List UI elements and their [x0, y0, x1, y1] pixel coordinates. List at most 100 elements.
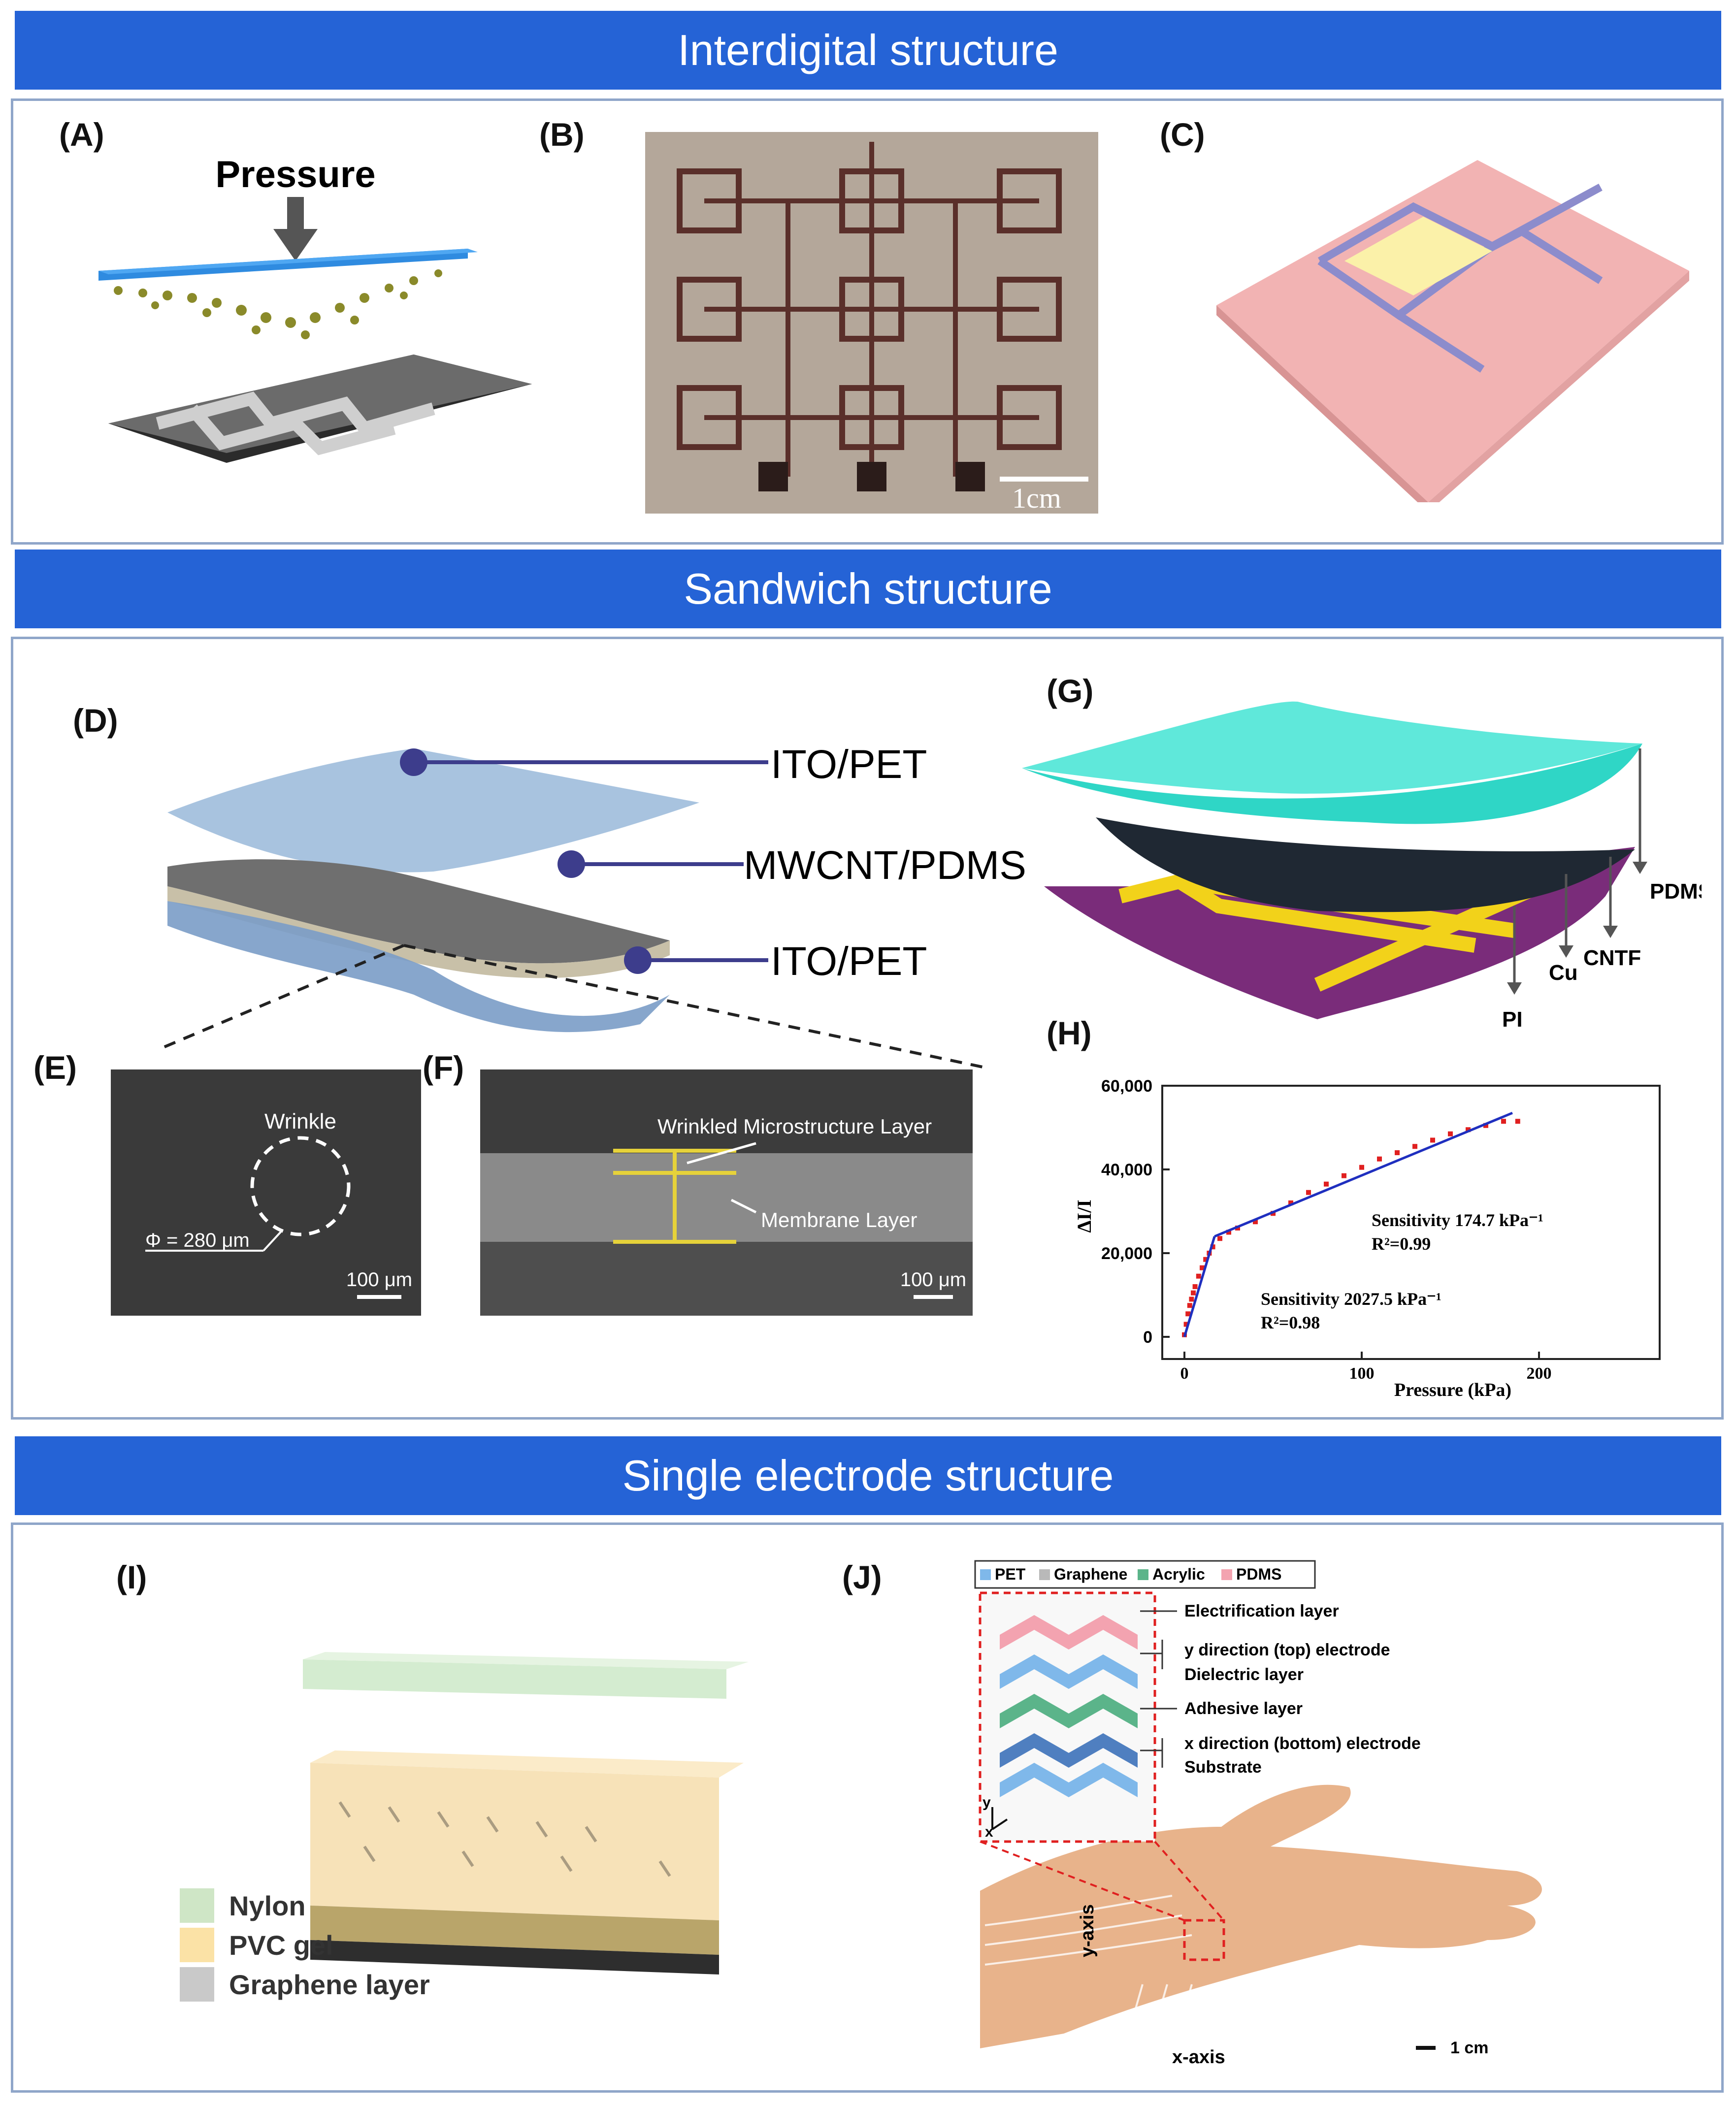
data-point [1324, 1181, 1329, 1187]
x-axis-caption: x-axis [1172, 2047, 1225, 2068]
data-point [1342, 1173, 1346, 1178]
data-point [1306, 1190, 1311, 1195]
axis-y-letter: y [983, 1794, 991, 1811]
data-point [1430, 1137, 1435, 1143]
panel-label-f: (F) [423, 1049, 464, 1086]
data-point [1203, 1257, 1209, 1262]
pdms-layer [1022, 744, 1642, 824]
section-title: Interdigital structure [678, 26, 1058, 74]
y-tick-label: 0 [1143, 1328, 1152, 1347]
data-point [1253, 1219, 1258, 1225]
wrinkle-circle [250, 1136, 351, 1236]
layer-y-electrode: y direction (top) electrode [1184, 1641, 1390, 1659]
axis-x-letter: x [985, 1824, 993, 1840]
panel-label-c: (C) [1160, 116, 1205, 153]
scale-label: 1cm [1012, 482, 1061, 514]
wrinkled-layer-label: Wrinkled Microstructure Layer [657, 1115, 932, 1138]
data-point [1200, 1265, 1205, 1270]
data-point [1187, 1303, 1192, 1308]
graphene-layer [310, 1906, 719, 1955]
data-point [1483, 1123, 1488, 1128]
data-point [1210, 1244, 1215, 1250]
x-tick-label: 200 [1527, 1364, 1552, 1383]
panel-b-photo: 1cm [645, 132, 1098, 514]
top-ito-pet [167, 748, 699, 873]
layer-electrification: Electrification layer [1184, 1602, 1339, 1620]
substrate [1216, 160, 1689, 502]
legend-label-graphene: Graphene layer [229, 1969, 430, 2000]
data-point [1288, 1200, 1293, 1205]
sensing-layer [1344, 217, 1492, 295]
y-tick-label: 40,000 [1101, 1161, 1152, 1179]
legend-graphene: Graphene [1054, 1565, 1127, 1583]
fit-1-label: Sensitivity 2027.5 kPa⁻¹ [1261, 1289, 1441, 1309]
label-bottom-ito-pet: ITO/PET [771, 939, 927, 984]
data-point [1501, 1119, 1506, 1124]
electrode-array [677, 142, 1062, 491]
panel-label-a: (A) [59, 116, 104, 153]
panel-d-diagram: ITO/PET MWCNT/PDMS ITO/PET [158, 742, 1026, 1069]
layer-adhesive: Adhesive layer [1184, 1699, 1303, 1718]
panel-label-h: (H) [1047, 1015, 1092, 1051]
scale-bar [357, 1295, 401, 1299]
cntf-layer [1096, 817, 1635, 912]
legend-pdms: PDMS [1236, 1565, 1281, 1583]
microstructures [114, 269, 442, 339]
panel-g-diagram: PDMS CNTF Cu PI [1022, 701, 1702, 1032]
interdigital-frame [11, 98, 1724, 545]
scale-label: 100 μm [900, 1269, 966, 1291]
wrinkle-label: Wrinkle [264, 1109, 336, 1133]
y-axis-caption: y-axis [1077, 1904, 1098, 1957]
data-point [1217, 1236, 1222, 1241]
panel-i-diagram: Nylon PVC gel Graphene layer [180, 1652, 749, 2002]
panel-label-j: (J) [842, 1559, 882, 1595]
data-point [1412, 1144, 1417, 1149]
legend-pet: PET [995, 1565, 1026, 1583]
fit-2-label: Sensitivity 174.7 kPa⁻¹ [1372, 1210, 1543, 1230]
legend-swatch-graphene [180, 1967, 214, 2002]
legend-label-pvc-gel: PVC gel [229, 1930, 333, 1961]
single-electrode-frame [11, 1522, 1724, 2093]
data-point [1191, 1290, 1196, 1295]
axis-indicator-icon [991, 1807, 1008, 1830]
nylon-layer [303, 1659, 726, 1699]
fit-line [1183, 1236, 1216, 1337]
hand-photo [980, 1784, 1542, 2048]
y-tick-label: 60,000 [1101, 1077, 1152, 1096]
panel-label-g: (G) [1047, 673, 1094, 709]
data-point [1192, 1284, 1198, 1289]
mwcnt-pdms-layer [167, 859, 670, 964]
data-point [1183, 1322, 1189, 1327]
panel-e-sem-image: Wrinkle Φ = 280 μm 100 μm [111, 1069, 421, 1316]
y-tick-label: 20,000 [1101, 1244, 1152, 1263]
label-pdms: PDMS [1650, 879, 1702, 904]
scale-label: 1 cm [1450, 2039, 1489, 2057]
label-cntf: CNTF [1583, 946, 1641, 970]
section-title: Single electrode structure [622, 1451, 1114, 1500]
label-cu: Cu [1549, 961, 1578, 985]
data-point [1185, 1311, 1191, 1317]
panel-c-diagram [1216, 160, 1689, 502]
layer-substrate: Substrate [1184, 1758, 1262, 1777]
bottom-ito-pet [167, 901, 670, 1033]
scale-bar [914, 1295, 953, 1299]
layer-stack-illustration [1000, 1615, 1138, 1797]
data-point [1359, 1165, 1364, 1170]
section-banner-interdigital: Interdigital structure [15, 11, 1721, 90]
zoom-region [1183, 1919, 1225, 1961]
panel-label-b: (B) [539, 116, 585, 153]
pvc-gel-layer [310, 1763, 719, 1920]
pressure-label: Pressure [215, 154, 375, 195]
fit-1-r2: R²=0.98 [1261, 1313, 1320, 1332]
panel-a-diagram: Pressure [98, 154, 532, 463]
scale-bar [1000, 477, 1088, 482]
data-point [1377, 1156, 1382, 1162]
data-point [1196, 1273, 1201, 1279]
panel-label-i: (I) [116, 1559, 147, 1595]
section-banner-sandwich: Sandwich structure [15, 550, 1721, 628]
panel-label-d: (D) [73, 702, 118, 739]
data-point [1448, 1131, 1453, 1136]
panel-label-e: (E) [33, 1049, 77, 1086]
data-point [1226, 1230, 1231, 1235]
